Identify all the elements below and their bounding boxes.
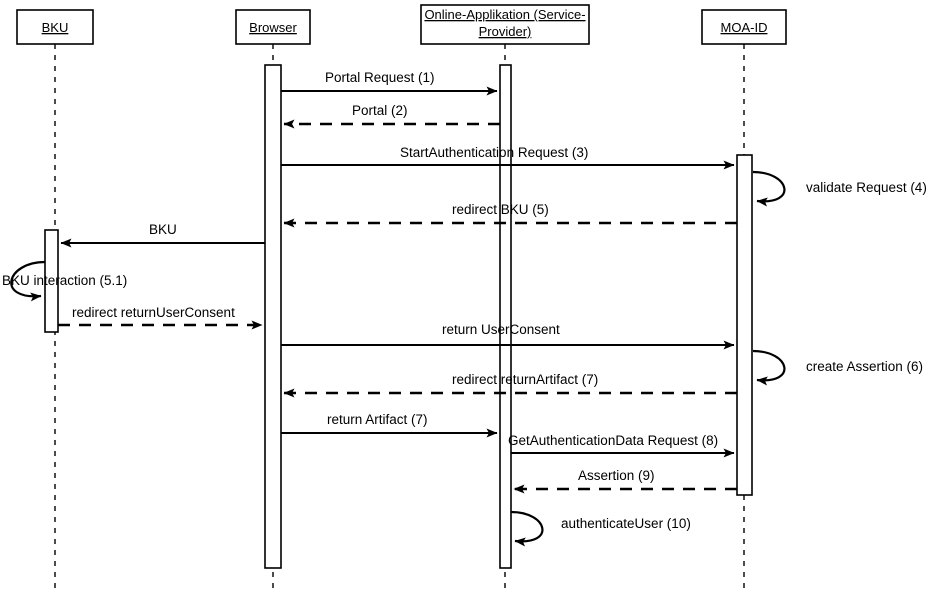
message-return-artifact[interactable]: return Artifact (7): [281, 412, 498, 438]
message-label-redirect-returnuserconsent: redirect returnUserConsent: [72, 305, 235, 320]
participant-label-browser: Browser: [249, 20, 297, 35]
message-authenticateuser[interactable]: authenticateUser (10): [510, 510, 691, 547]
participant-label-oa-line1: Online-Applikation (Service-: [424, 7, 585, 22]
participant-label-bku: BKU: [42, 20, 69, 35]
message-bku[interactable]: BKU: [60, 222, 265, 248]
participant-label-moaid: MOA-ID: [721, 20, 768, 35]
activation-bar-moaid: [736, 154, 753, 496]
participant-label-oa-line2: Provider): [479, 24, 532, 39]
arrow-bku-interaction: [10, 260, 46, 302]
message-label-return-userconsent: return UserConsent: [442, 322, 560, 337]
message-label-assertion: Assertion (9): [578, 468, 655, 483]
participant-box-bku[interactable]: [16, 9, 94, 45]
message-label-redirect-bku: redirect BKU (5): [452, 202, 549, 217]
message-create-assertion[interactable]: create Assertion (6): [752, 349, 923, 386]
message-redirect-returnuserconsent[interactable]: redirect returnUserConsent: [58, 305, 263, 330]
participant-box-browser[interactable]: [235, 9, 311, 45]
message-startauthentication-request[interactable]: StartAuthentication Request (3): [281, 145, 735, 170]
activation-bar-bku: [44, 229, 59, 333]
participant-moaid[interactable]: MOA-ID: [701, 9, 787, 45]
message-label-create-assertion: create Assertion (6): [806, 359, 923, 374]
message-portal-request[interactable]: Portal Request (1): [281, 70, 498, 96]
message-label-authenticateuser: authenticateUser (10): [561, 516, 691, 531]
message-assertion[interactable]: Assertion (9): [513, 468, 737, 494]
participant-box-oa[interactable]: [420, 4, 590, 45]
participant-box-moaid[interactable]: [701, 9, 787, 45]
activation-bar-browser: [264, 64, 282, 569]
message-validate-request[interactable]: validate Request (4): [752, 170, 927, 207]
message-redirect-returnartifact[interactable]: redirect returnArtifact (7): [283, 372, 737, 398]
participant-browser[interactable]: Browser: [235, 9, 311, 45]
message-label-validate-request: validate Request (4): [806, 180, 927, 195]
arrow-authenticateuser: [510, 510, 544, 547]
message-getauthenticationdata-request[interactable]: GetAuthenticationData Request (8): [508, 433, 735, 458]
arrow-create-assertion: [752, 349, 786, 386]
message-label-startauthentication-request: StartAuthentication Request (3): [400, 145, 588, 160]
activation-bar-oa: [499, 64, 512, 569]
arrow-validate-request: [752, 170, 786, 207]
participant-oa[interactable]: Online-Applikation (Service- Provider): [420, 4, 590, 45]
message-label-getauthenticationdata-request: GetAuthenticationData Request (8): [508, 433, 718, 448]
message-label-redirect-returnartifact: redirect returnArtifact (7): [452, 372, 598, 387]
message-redirect-bku[interactable]: redirect BKU (5): [283, 202, 737, 228]
message-bku-interaction[interactable]: BKU interaction (5.1): [2, 260, 127, 302]
activation-bars: [44, 64, 753, 569]
message-return-userconsent[interactable]: return UserConsent: [281, 322, 735, 350]
message-label-portal-request: Portal Request (1): [325, 70, 435, 85]
message-portal[interactable]: Portal (2): [283, 103, 500, 129]
message-label-bku-interaction: BKU interaction (5.1): [2, 273, 127, 288]
message-label-portal: Portal (2): [352, 103, 408, 118]
participant-bku[interactable]: BKU: [16, 9, 94, 45]
message-label-return-artifact: return Artifact (7): [327, 412, 428, 427]
message-label-bku: BKU: [149, 222, 177, 237]
